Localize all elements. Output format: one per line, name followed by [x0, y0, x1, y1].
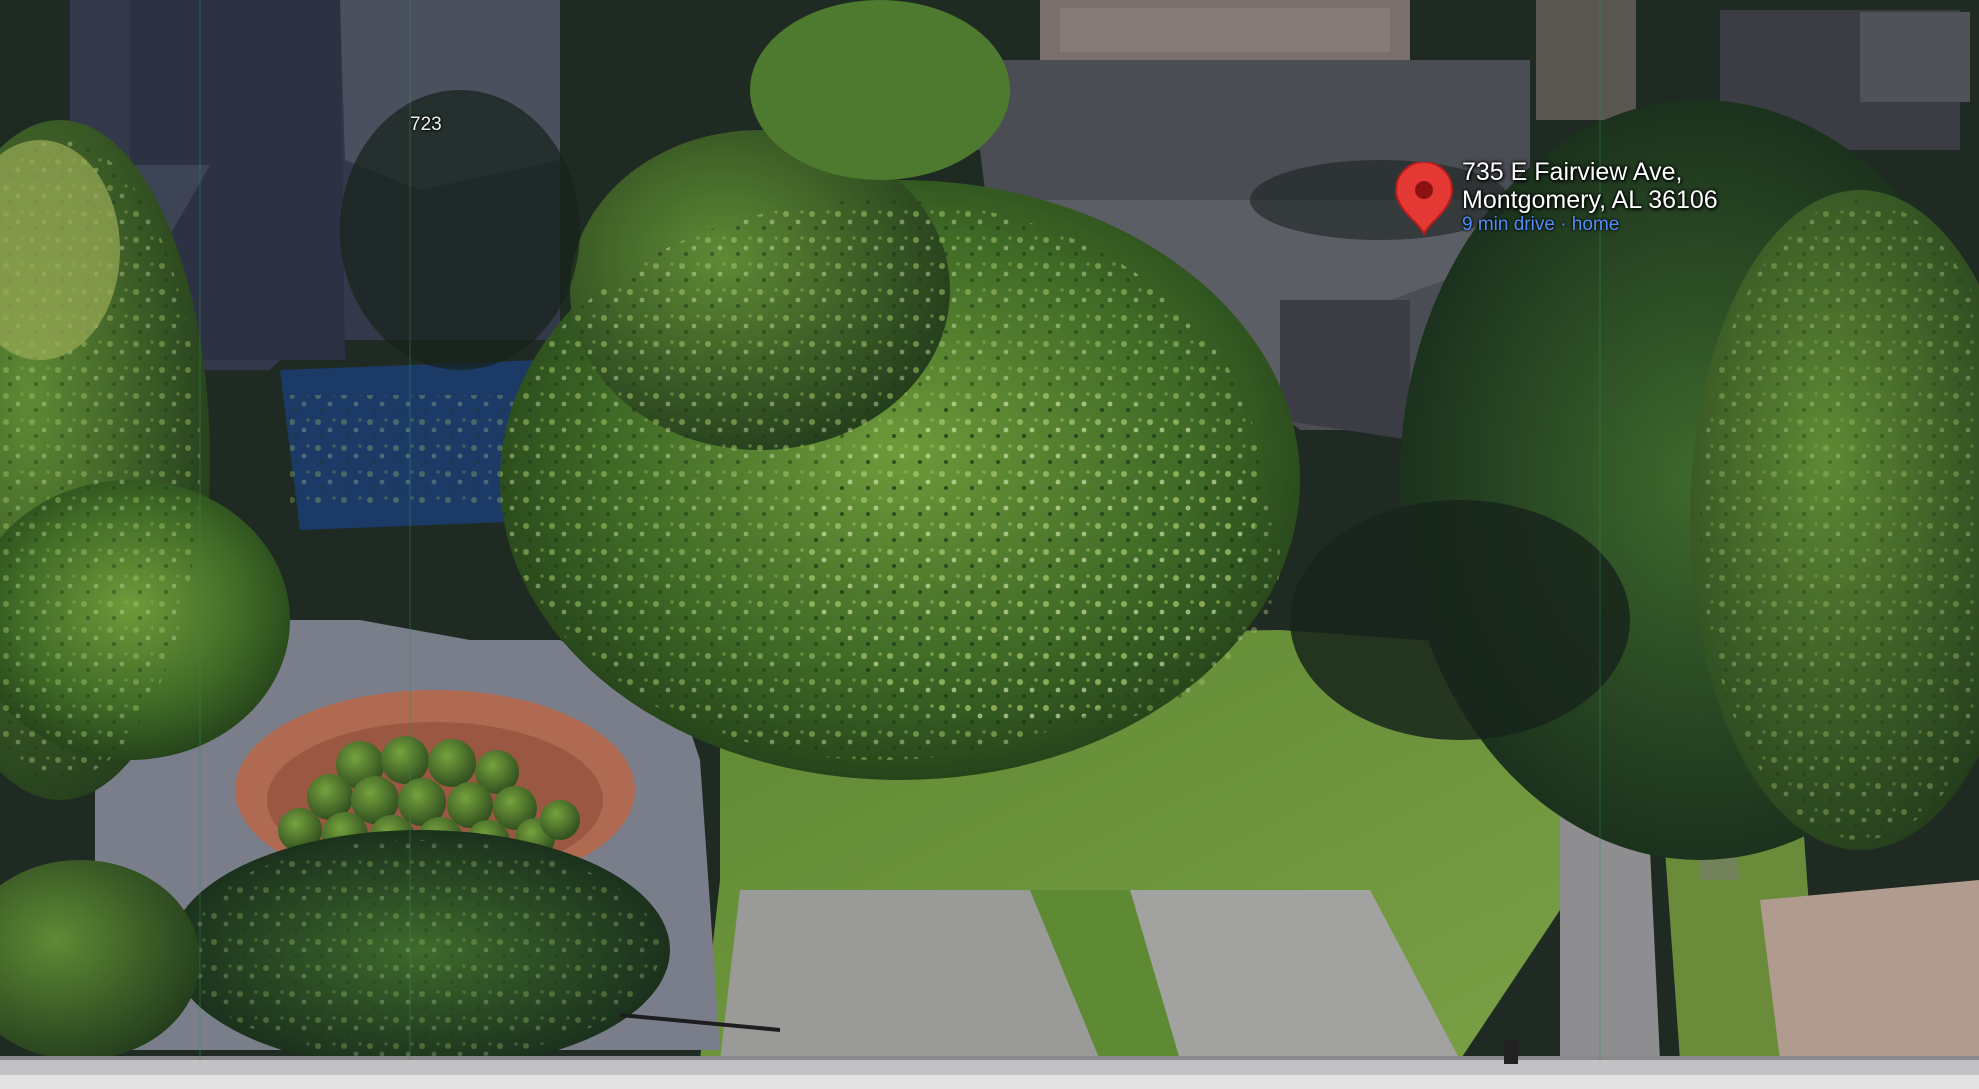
- address-line-2: Montgomery, AL 36106: [1462, 186, 1718, 214]
- location-marker[interactable]: [1386, 162, 1462, 236]
- place-info[interactable]: 735 E Fairview Ave, Montgomery, AL 36106…: [1462, 158, 1718, 236]
- travel-info-link[interactable]: 9 min drive · home: [1462, 214, 1620, 235]
- map-pin-icon: [1394, 162, 1454, 236]
- house-number-label: 723: [410, 114, 442, 135]
- address-line-1: 735 E Fairview Ave,: [1462, 158, 1683, 186]
